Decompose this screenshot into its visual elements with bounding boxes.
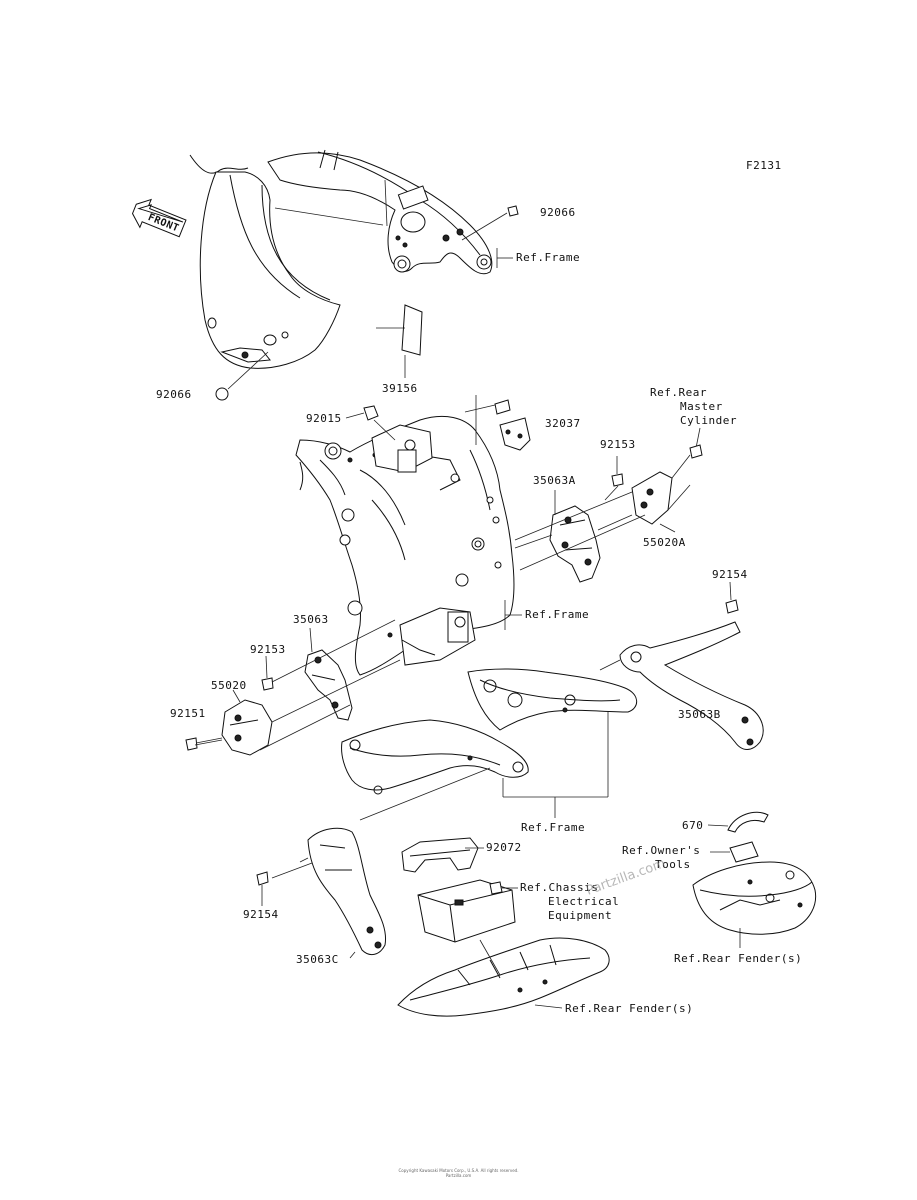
label-ref-rear-master-1: Ref.Rear (650, 386, 707, 399)
footer-line-2: Partzilla.com (445, 1173, 472, 1178)
upper-frame-head (267, 149, 493, 275)
part-32037: 32037 (464, 395, 581, 451)
part-92153-left: 92153 (250, 643, 286, 691)
front-arrow-icon: FRONT (131, 198, 187, 238)
label-92151: 92151 (170, 707, 206, 720)
part-92015: 92015 (306, 405, 396, 441)
label-92154-left: 92154 (243, 908, 279, 921)
part-55020A: 55020A (631, 444, 703, 549)
label-55020: 55020 (211, 679, 247, 692)
label-ref-frame-low: Ref.Frame (521, 821, 585, 834)
part-92072: 92072 (401, 837, 522, 873)
ref-frame-mid: Ref.Frame (504, 600, 589, 630)
part-92154-left: 92154 (243, 871, 279, 921)
upper-mount-bracket (371, 424, 433, 473)
lower-mount-bracket (399, 607, 476, 666)
part-35063C: 35063C (296, 827, 387, 966)
copyright-footer: Copyright Kawasaki Motors Corp., U.S.A. … (0, 1168, 917, 1178)
label-92066-top: 92066 (540, 206, 576, 219)
label-ref-chassis-1: Ref.Chassis (520, 881, 598, 894)
label-ref-owners-2: Tools (655, 858, 691, 871)
right-rear-fender-assembly: Ref.Rear Fender(s) (674, 861, 817, 965)
figure-code: F2131 (746, 159, 782, 172)
part-35063: 35063 (293, 613, 353, 721)
label-92015: 92015 (306, 412, 342, 425)
label-35063A: 35063A (533, 474, 576, 487)
right-rail-bracket (467, 668, 638, 731)
owners-tools: Ref.Owner's Tools (622, 841, 759, 871)
label-ref-chassis-3: Equipment (548, 909, 612, 922)
part-92151: 92151 (170, 707, 223, 751)
ref-frame-top: Ref.Frame (496, 248, 580, 268)
label-ref-rear-master-3: Cylinder (680, 414, 737, 427)
label-92153-left: 92153 (250, 643, 286, 656)
label-ref-owners-1: Ref.Owner's (622, 844, 700, 857)
label-ref-rear-master-2: Master (680, 400, 723, 413)
upper-front-cover (189, 154, 341, 369)
label-ref-frame-top: Ref.Frame (516, 251, 580, 264)
part-39156: 39156 (376, 304, 423, 395)
left-rail-bracket (341, 719, 529, 795)
label-35063C: 35063C (296, 953, 339, 966)
part-35063A: 35063A (514, 474, 633, 583)
label-92153-top: 92153 (600, 438, 636, 451)
label-670: 670 (682, 819, 703, 832)
part-35063B: 35063B (599, 621, 764, 750)
footer-line-1: Copyright Kawasaki Motors Corp., U.S.A. … (398, 1168, 519, 1173)
ref-chassis-electrical: Ref.Chassis Electrical Equipment (520, 881, 619, 922)
label-ref-rear-fender-right: Ref.Rear Fender(s) (674, 952, 802, 965)
part-670: 670 (682, 811, 769, 833)
part-92066-left: 92066 (156, 351, 269, 401)
ref-frame-low: Ref.Frame (502, 712, 609, 834)
label-92066-left: 92066 (156, 388, 192, 401)
label-ref-frame-mid: Ref.Frame (525, 608, 589, 621)
ref-rear-master-cylinder: Ref.Rear Master Cylinder (650, 386, 737, 449)
label-35063B: 35063B (678, 708, 721, 721)
label-92154-right: 92154 (712, 568, 748, 581)
battery (417, 879, 518, 943)
assembly-lines-left (194, 491, 646, 879)
rear-fender-tray: Ref.Rear Fender(s) (397, 937, 693, 1017)
label-32037: 32037 (545, 417, 581, 430)
part-55020: 55020 (211, 679, 273, 756)
part-92066-top: 92066 (461, 205, 576, 241)
part-92154-right: 92154 (712, 568, 748, 614)
label-39156: 39156 (382, 382, 418, 395)
watermark: Partzilla.com (584, 856, 667, 899)
label-92072: 92072 (486, 841, 522, 854)
part-92153-top: 92153 (600, 438, 636, 487)
label-ref-chassis-2: Electrical (548, 895, 619, 908)
label-ref-rear-fender-bottom: Ref.Rear Fender(s) (565, 1002, 693, 1015)
label-35063: 35063 (293, 613, 329, 626)
label-55020A: 55020A (643, 536, 686, 549)
